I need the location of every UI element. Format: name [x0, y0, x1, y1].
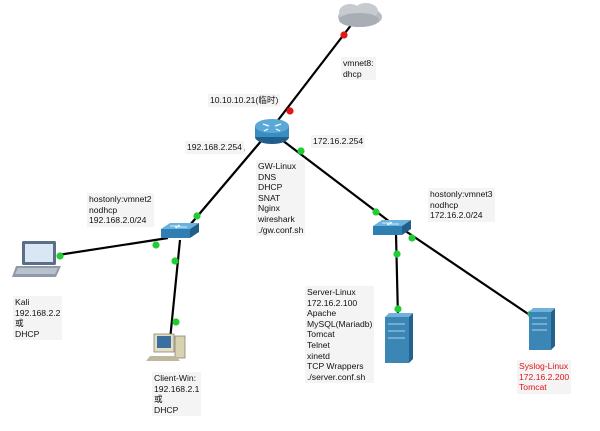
switch-icon-right[interactable] [373, 220, 411, 235]
router-info-label: GW-Linux DNS DHCP SNAT Nginx wireshark .… [256, 160, 306, 237]
port-server [394, 305, 402, 313]
switch-icon-left[interactable] [161, 223, 199, 238]
server-linux-label: Server-Linux 172.16.2.100 Apache MySQL(M… [305, 286, 375, 384]
router-top-label: 10.10.10.21(临时) [208, 94, 281, 107]
router-right-label: 172.16.2.254 [311, 135, 366, 148]
cloud-icon[interactable] [338, 3, 382, 27]
link-switch-right-server [394, 233, 400, 319]
port-kali [56, 252, 64, 260]
cloud-label: vmnet8: dhcp [341, 57, 376, 81]
switch-right-label: hostonly:vmnet3 nodhcp 172.16.2.0/24 [428, 188, 495, 222]
port-switch-right-syslog [408, 234, 416, 242]
link-switch-left-client [168, 239, 182, 341]
port-router-wan [286, 107, 294, 115]
link-cloud-router [271, 19, 356, 129]
desktop-pc-icon[interactable] [146, 333, 186, 361]
link-switch-right-syslog [403, 229, 541, 323]
port-switch-left-down [171, 257, 179, 265]
port-switch-right-up [372, 208, 380, 216]
link-switch-left-kali [57, 236, 169, 257]
switch-left-label: hostonly:vmnet2 nodhcp 192.168.2.0/24 [87, 193, 154, 227]
client-win-label: Client-Win: 192.168.2.1 或 DHCP [152, 372, 202, 417]
port-switch-left-up [193, 212, 201, 220]
router-left-label: 192.168.2.254 [185, 141, 244, 154]
laptop-icon[interactable] [12, 241, 61, 277]
port-client [172, 318, 180, 326]
server-icon-syslog-linux[interactable] [529, 308, 555, 350]
server-icon-server-linux[interactable] [385, 313, 413, 363]
syslog-linux-label: Syslog-Linux 172.16.2.200 Tomcat [517, 360, 572, 394]
router-icon[interactable] [255, 119, 289, 144]
port-switch-left-kali [152, 241, 160, 249]
kali-label: Kali 192.168.2.2 或 DHCP [13, 296, 63, 341]
port-cloud [340, 31, 348, 39]
port-switch-right-down [393, 250, 401, 258]
port-router-lan-right [297, 147, 305, 155]
